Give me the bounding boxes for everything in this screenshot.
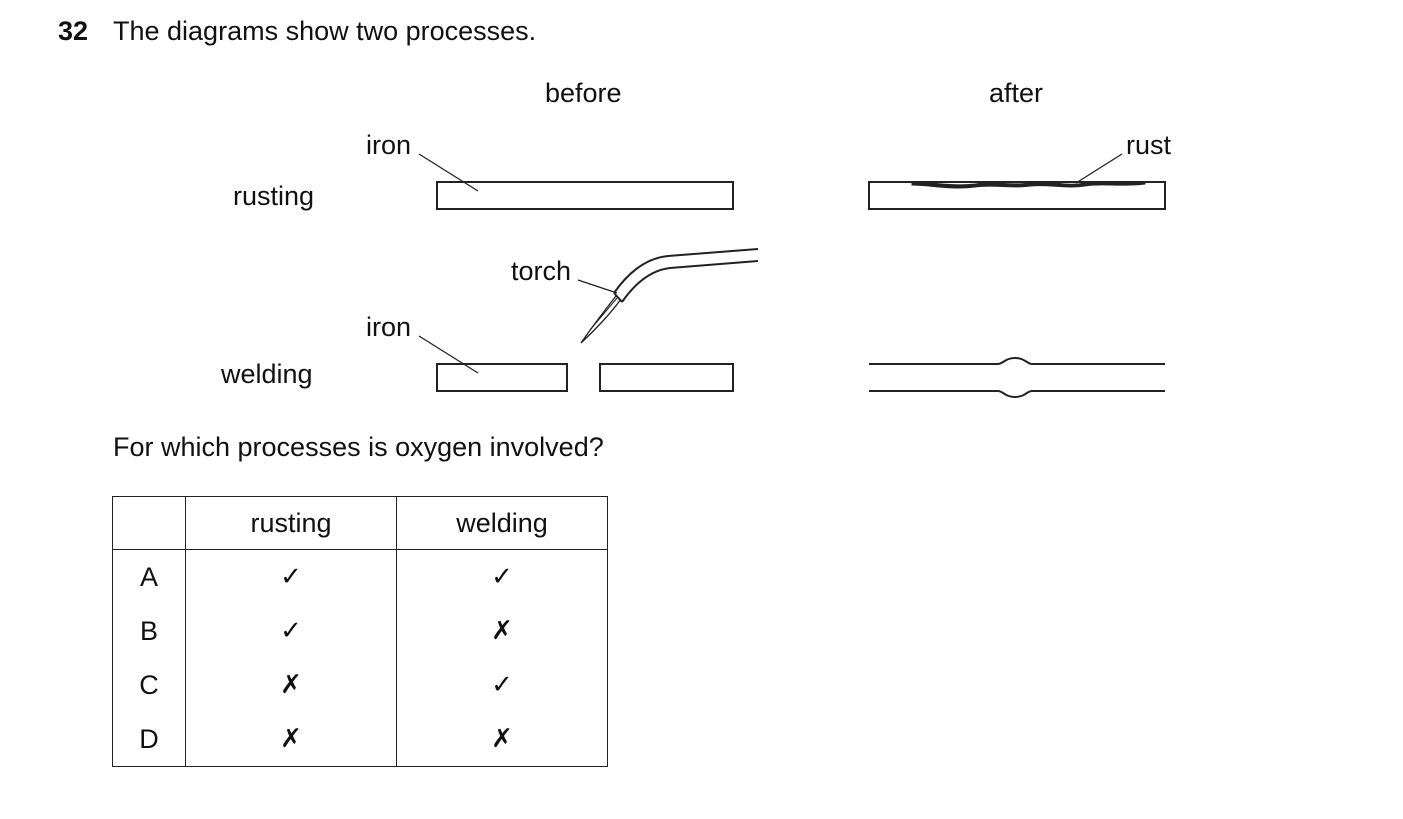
iron-bar-after-rusting — [868, 181, 1166, 210]
label-torch: torch — [511, 256, 572, 286]
option-key: C — [112, 658, 186, 712]
question-number: 32 — [58, 16, 89, 46]
welding-mark: ✓ — [396, 658, 608, 712]
welded-bar-bottom — [869, 390, 1165, 399]
header-welding: welding — [396, 496, 608, 550]
rusting-mark: ✗ — [185, 712, 397, 767]
iron-bar-right-welding — [599, 363, 734, 392]
label-rust: rust — [1126, 130, 1172, 160]
table-row: A ✓ ✓ — [112, 549, 608, 604]
option-key: B — [112, 604, 186, 658]
column-label-before: before — [545, 78, 622, 108]
welding-mark: ✓ — [396, 549, 608, 604]
option-key: D — [112, 712, 186, 767]
option-key: A — [112, 549, 186, 604]
leader-iron-rusting — [418, 153, 479, 192]
table-row: D ✗ ✗ — [112, 712, 608, 767]
answer-table: rusting welding A ✓ ✓ B ✓ ✗ C ✗ ✓ D ✗ ✗ — [112, 496, 608, 767]
rusting-mark: ✗ — [185, 658, 397, 712]
iron-bar-left-welding — [436, 363, 568, 392]
header-blank — [112, 496, 186, 550]
rusting-mark: ✓ — [185, 604, 397, 658]
row-label-welding: welding — [221, 359, 313, 389]
label-iron-rusting: iron — [366, 130, 412, 160]
table-row: C ✗ ✓ — [112, 658, 608, 712]
column-label-after: after — [989, 78, 1044, 108]
torch — [580, 248, 759, 344]
welded-bar-top — [869, 356, 1165, 365]
rust-layer — [911, 181, 1146, 189]
row-label-rusting: rusting — [233, 181, 315, 211]
leader-torch — [577, 279, 618, 294]
label-iron-welding: iron — [366, 312, 412, 342]
process-diagram — [418, 153, 1166, 399]
welding-mark: ✗ — [396, 604, 608, 658]
oxygen-question: For which processes is oxygen involved? — [113, 432, 604, 462]
rusting-mark: ✓ — [185, 549, 397, 604]
welding-mark: ✗ — [396, 712, 608, 767]
table-row: B ✓ ✗ — [112, 604, 608, 658]
question-text: The diagrams show two processes. — [113, 16, 537, 46]
leader-rust — [1075, 153, 1123, 184]
header-rusting: rusting — [185, 496, 397, 550]
leader-iron-welding — [418, 335, 479, 374]
iron-bar-before-rusting — [436, 181, 734, 210]
